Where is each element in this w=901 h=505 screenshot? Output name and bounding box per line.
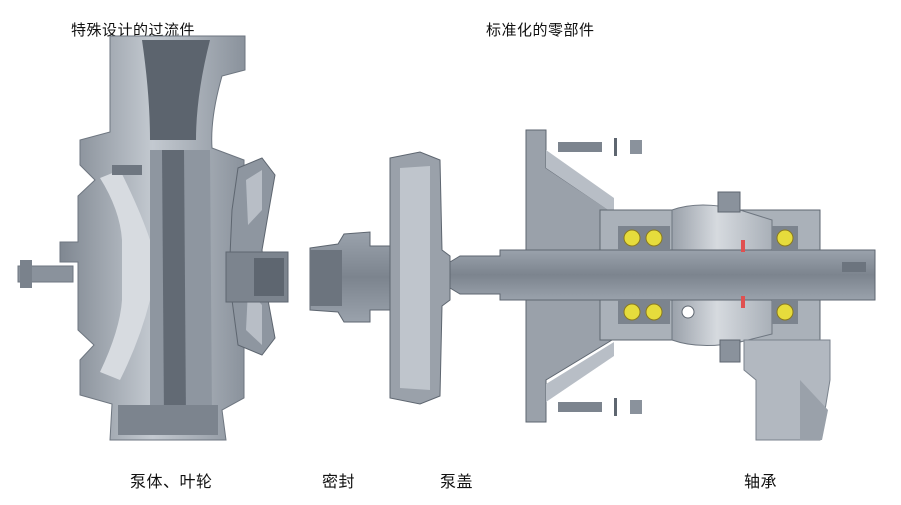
label-bearing: 轴承 — [744, 472, 778, 491]
bearings — [618, 226, 798, 324]
mechanical-seal — [309, 231, 396, 323]
pump-cover — [389, 151, 451, 405]
shaft — [449, 249, 876, 301]
label-seal: 密封 — [322, 472, 356, 491]
bolts — [558, 138, 642, 416]
pump-casing — [17, 35, 246, 441]
header-standardized-parts: 标准化的零部件 — [486, 21, 595, 39]
label-cover: 泵盖 — [440, 472, 474, 491]
impeller — [225, 157, 289, 356]
header-special-wetted-parts: 特殊设计的过流件 — [71, 21, 196, 39]
label-casing-impeller: 泵体、叶轮 — [130, 472, 213, 491]
